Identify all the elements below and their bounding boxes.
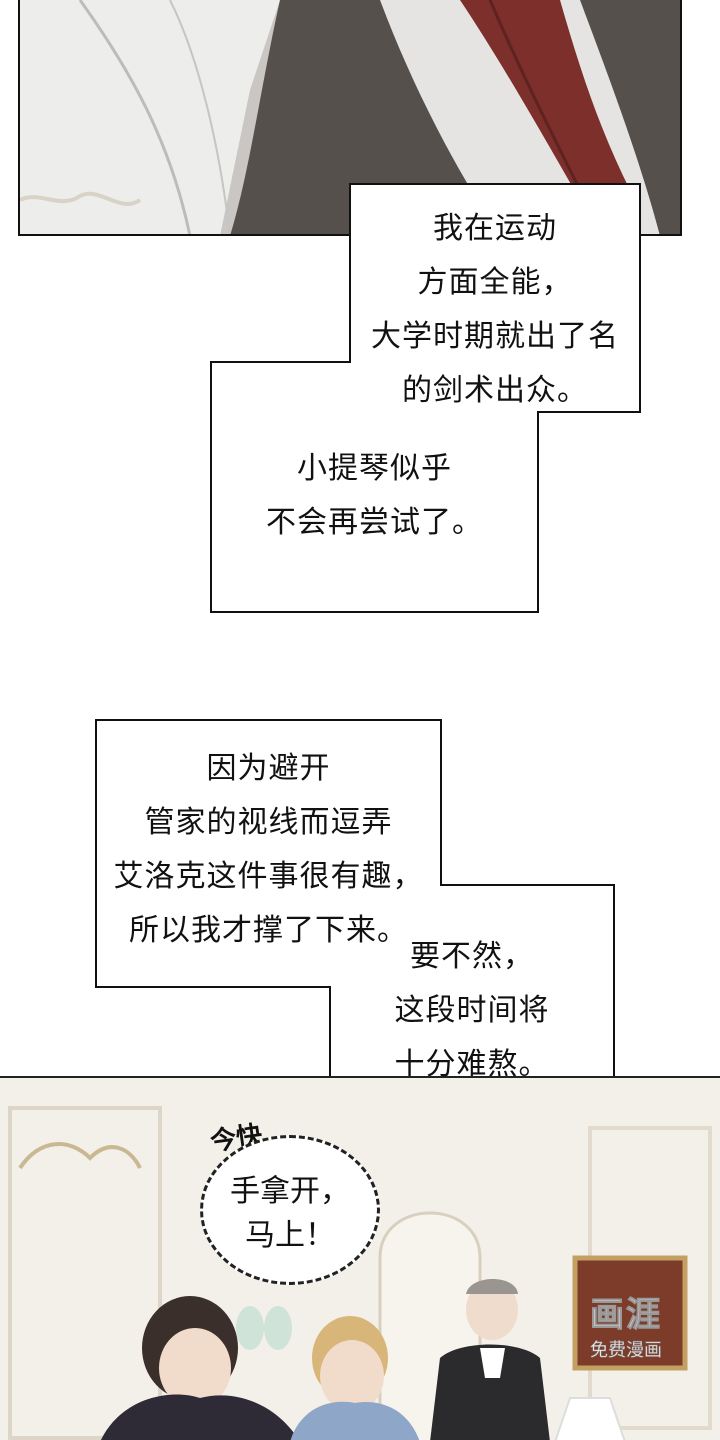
watermark-subtitle: 免费漫画 xyxy=(590,1340,663,1362)
caption-box-1-text: 我在运动 方面全能， 大学时期就出了名 的剑术出众。 xyxy=(371,211,619,408)
caption-box-3-text: 因为避开 管家的视线而逗弄 艾洛克这件事很有趣， 所以我才撑了下来。 xyxy=(113,751,424,948)
top-illustration-panel xyxy=(18,0,682,236)
top-illustration-art xyxy=(20,0,680,234)
watermark-logo: 画涯 xyxy=(590,1295,662,1336)
caption-box-4-text: 要不然， 这段时间将 十分难熬。 xyxy=(394,939,550,1082)
speech-bubble: 手拿开， 马上！ xyxy=(200,1135,380,1285)
watermark: 画涯 免费漫画 xyxy=(566,1287,686,1362)
caption-box-2-text: 小提琴似乎 不会再尝试了。 xyxy=(266,451,483,540)
bottom-illustration-art xyxy=(0,1078,720,1440)
speech-bubble-text: 手拿开， 马上！ xyxy=(230,1174,350,1253)
bottom-illustration-panel xyxy=(0,1076,720,1440)
